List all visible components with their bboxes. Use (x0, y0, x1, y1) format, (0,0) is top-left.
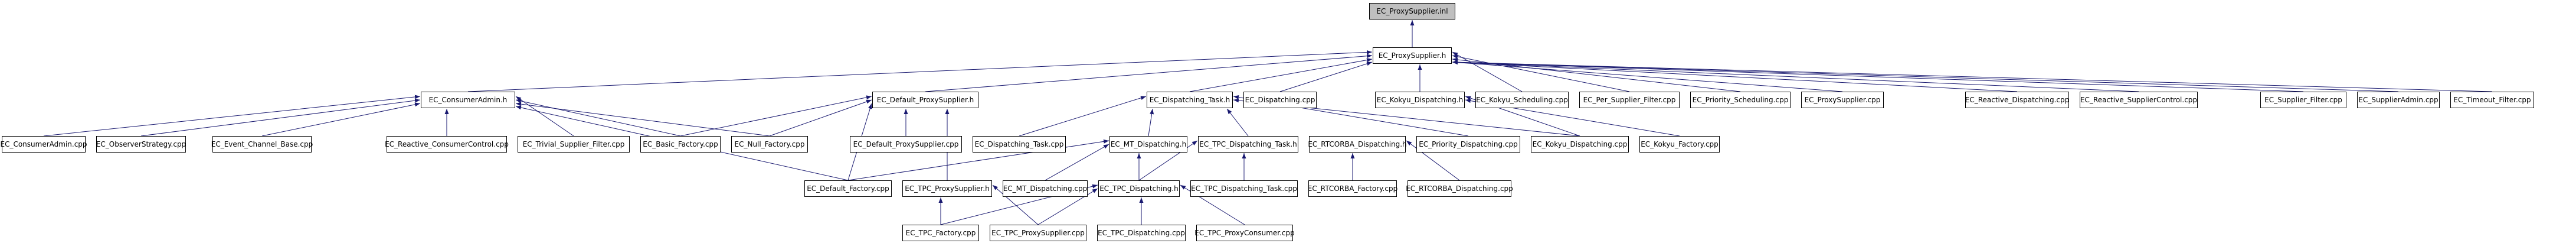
graph-node-kokyu_factory_cpp[interactable]: EC_Kokyu_Factory.cpp (1639, 136, 1720, 153)
include-edge (1037, 188, 1098, 225)
graph-node-h[interactable]: EC_ProxySupplier.h (1373, 47, 1452, 64)
graph-node-consumeradmin_cpp[interactable]: EC_ConsumerAdmin.cpp (0, 136, 87, 153)
graph-node-default_factory_cpp[interactable]: EC_Default_Factory.cpp (804, 180, 892, 197)
graph-node-rtcorba_dispatching_h[interactable]: EC_RTCORBA_Dispatching.h (1308, 136, 1407, 153)
include-edge (1279, 61, 1373, 92)
include-edge (769, 99, 872, 137)
include-edge (680, 95, 872, 137)
include-edge (515, 99, 681, 137)
graph-node-kokyu_dispatching_h[interactable]: EC_Kokyu_Dispatching.h (1375, 92, 1465, 108)
graph-node-reactive_consumercontrol_cpp[interactable]: EC_Reactive_ConsumerControl.cpp (385, 136, 509, 153)
graph-node-tpc_dispatching_cpp[interactable]: EC_TPC_Dispatching.cpp (1097, 225, 1186, 241)
include-edge (1452, 60, 2139, 92)
graph-node-default_proxysupplier_h[interactable]: EC_Default_ProxySupplier.h (872, 92, 978, 108)
graph-node-inl: EC_ProxySupplier.inl (1369, 3, 1455, 20)
graph-node-priority_dispatching_cpp[interactable]: EC_Priority_Dispatching.cpp (1416, 136, 1520, 153)
include-edge (261, 102, 421, 137)
graph-node-observerstrategy_cpp[interactable]: EC_ObserverStrategy.cpp (96, 136, 186, 153)
graph-node-reactive_dispatching_cpp[interactable]: EC_Reactive_Dispatching.cpp (1965, 92, 2069, 108)
include-edge (1138, 140, 1198, 181)
include-edge (1452, 51, 1523, 92)
graph-node-tpc_dispatching_task_h[interactable]: EC_TPC_Dispatching_Task.h (1198, 136, 1298, 153)
graph-node-null_factory_cpp[interactable]: EC_Null_Factory.cpp (731, 136, 808, 153)
graph-node-mt_dispatching_cpp[interactable]: EC_MT_Dispatching.cpp (1003, 180, 1088, 197)
graph-node-supplier_filter_cpp[interactable]: EC_Supplier_Filter.cpp (2260, 92, 2346, 108)
include-edge (992, 184, 1039, 225)
graph-node-tpc_dispatching_task_cpp[interactable]: EC_TPC_Dispatching_Task.cpp (1190, 180, 1298, 197)
graph-node-dispatching_task_cpp[interactable]: EC_Dispatching_Task.cpp (973, 136, 1066, 153)
include-edge (1045, 144, 1109, 181)
graph-node-rtcorba_factory_cpp[interactable]: EC_RTCORBA_Factory.cpp (1308, 180, 1397, 197)
include-edge (1148, 108, 1154, 137)
graph-node-proxysupplier_cpp[interactable]: EC_ProxySupplier.cpp (1801, 92, 1884, 108)
include-edge (515, 102, 770, 137)
graph-node-default_proxysupplier_cpp[interactable]: EC_Default_ProxySupplier.cpp (850, 136, 962, 153)
graph-node-tpc_dispatching_h[interactable]: EC_TPC_Dispatching.h (1098, 180, 1180, 197)
include-edge (1452, 54, 1630, 92)
graph-node-dispatching_task_h[interactable]: EC_Dispatching_Task.h (1147, 92, 1233, 108)
graph-node-priority_scheduling_cpp[interactable]: EC_Priority_Scheduling.cpp (1690, 92, 1791, 108)
graph-node-tpc_factory_cpp[interactable]: EC_TPC_Factory.cpp (902, 225, 979, 241)
include-edge (1452, 60, 2018, 92)
graph-node-tpc_proxysupplier_h[interactable]: EC_TPC_ProxySupplier.h (902, 180, 992, 197)
graph-node-mt_dispatching_h[interactable]: EC_MT_Dispatching.h (1109, 136, 1187, 153)
include-edge (1452, 60, 1843, 92)
include-edge (1452, 60, 2304, 92)
graph-node-per_supplier_filter_cpp[interactable]: EC_Per_Supplier_Filter.cpp (1579, 92, 1680, 108)
include-edge (1226, 108, 1249, 137)
graph-node-event_channel_base_cpp[interactable]: EC_Event_Channel_Base.cpp (211, 136, 313, 153)
include-edge (925, 54, 1373, 92)
include-edge (140, 98, 421, 137)
include-edge (1452, 60, 2399, 92)
graph-node-rtcorba_dispatching_cpp[interactable]: EC_RTCORBA_Dispatching.cpp (1406, 180, 1513, 197)
graph-node-supplieradmin_cpp[interactable]: EC_SupplierAdmin.cpp (2357, 92, 2440, 108)
include-edge (1189, 58, 1373, 92)
include-edge (467, 50, 1373, 92)
include-edge (515, 96, 574, 137)
graph-node-kokyu_dispatching_cpp[interactable]: EC_Kokyu_Dispatching.cpp (1531, 136, 1629, 153)
graph-node-reactive_suppliercontrol_cpp[interactable]: EC_Reactive_SupplierControl.cpp (2080, 92, 2198, 108)
graph-node-consumeradmin_h[interactable]: EC_ConsumerAdmin.h (421, 92, 515, 108)
include-edge (1452, 60, 2493, 92)
graph-node-dispatching_cpp[interactable]: EC_Dispatching.cpp (1243, 92, 1317, 108)
graph-node-trivial_supplier_filter_cpp[interactable]: EC_Trivial_Supplier_Filter.cpp (518, 136, 630, 153)
include-edge (1019, 96, 1147, 137)
include-edge (43, 95, 421, 137)
graph-node-timeout_filter_cpp[interactable]: EC_Timeout_Filter.cpp (2450, 92, 2534, 108)
graph-node-tpc_proxysupplier_cpp[interactable]: EC_TPC_ProxySupplier.cpp (990, 225, 1086, 241)
include-edge (1406, 140, 1460, 181)
graph-node-tpc_proxyconsumer_cpp[interactable]: EC_TPC_ProxyConsumer.cpp (1194, 225, 1295, 241)
graph-node-basic_factory_cpp[interactable]: EC_Basic_Factory.cpp (640, 136, 721, 153)
graph-node-kokyu_scheduling_cpp[interactable]: EC_Kokyu_Scheduling.cpp (1475, 92, 1569, 108)
